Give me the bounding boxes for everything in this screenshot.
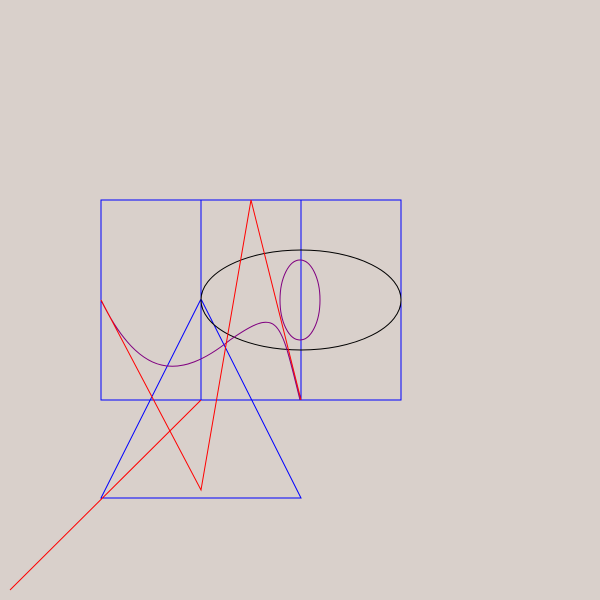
purple-curve <box>100 299 301 401</box>
red-diagonal-line <box>9 399 202 591</box>
black-ellipse <box>200 249 402 351</box>
purple-small-ellipse <box>279 259 321 341</box>
red-zigzag-polyline <box>100 199 302 492</box>
blue-triangle <box>100 297 302 499</box>
